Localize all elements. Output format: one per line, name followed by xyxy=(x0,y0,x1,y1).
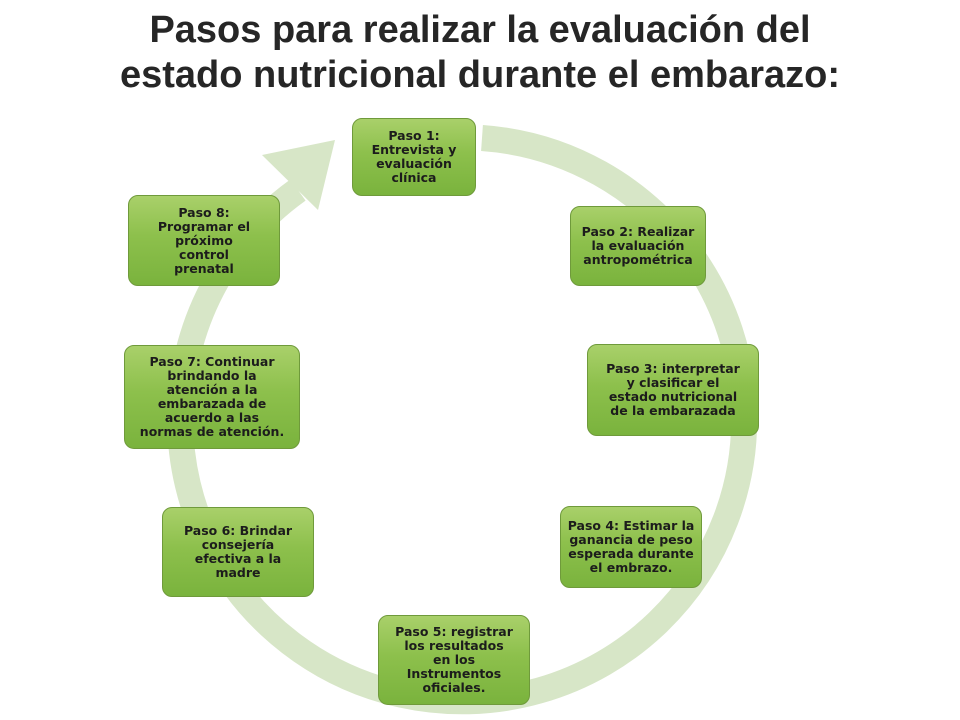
step-8-box[interactable]: Paso 8: Programar el próximo control pre… xyxy=(128,195,280,286)
step-3-box[interactable]: Paso 3: interpretar y clasificar el esta… xyxy=(587,344,759,436)
page-title: Pasos para realizar la evaluación del es… xyxy=(0,8,960,98)
step-5-box[interactable]: Paso 5: registrar los resultados en los … xyxy=(378,615,530,705)
step-2-label: Paso 2: Realizar la evaluación antropomé… xyxy=(581,224,695,267)
step-6-label: Paso 6: Brindar consejería efectiva a la… xyxy=(183,523,293,580)
step-8-label: Paso 8: Programar el próximo control pre… xyxy=(157,204,251,276)
step-7-label: Paso 7: Continuar brindando la atención … xyxy=(139,354,285,439)
step-1-box[interactable]: Paso 1: Entrevista y evaluación clínica xyxy=(352,118,476,196)
step-7-box[interactable]: Paso 7: Continuar brindando la atención … xyxy=(124,345,300,449)
title-line-2: estado nutricional durante el embarazo: xyxy=(119,54,841,96)
step-5-label: Paso 5: registrar los resultados en los … xyxy=(395,624,513,695)
title-line-1: Pasos para realizar la evaluación del xyxy=(149,9,811,51)
step-3-label: Paso 3: interpretar y clasificar el esta… xyxy=(606,361,740,418)
step-6-box[interactable]: Paso 6: Brindar consejería efectiva a la… xyxy=(162,507,314,597)
step-4-box[interactable]: Paso 4: Estimar la ganancia de peso espe… xyxy=(560,506,702,588)
step-2-box[interactable]: Paso 2: Realizar la evaluación antropomé… xyxy=(570,206,706,286)
cycle-arrowhead-icon xyxy=(262,140,335,210)
step-4-label: Paso 4: Estimar la ganancia de peso espe… xyxy=(567,518,695,575)
step-1-label: Paso 1: Entrevista y evaluación clínica xyxy=(371,128,457,185)
